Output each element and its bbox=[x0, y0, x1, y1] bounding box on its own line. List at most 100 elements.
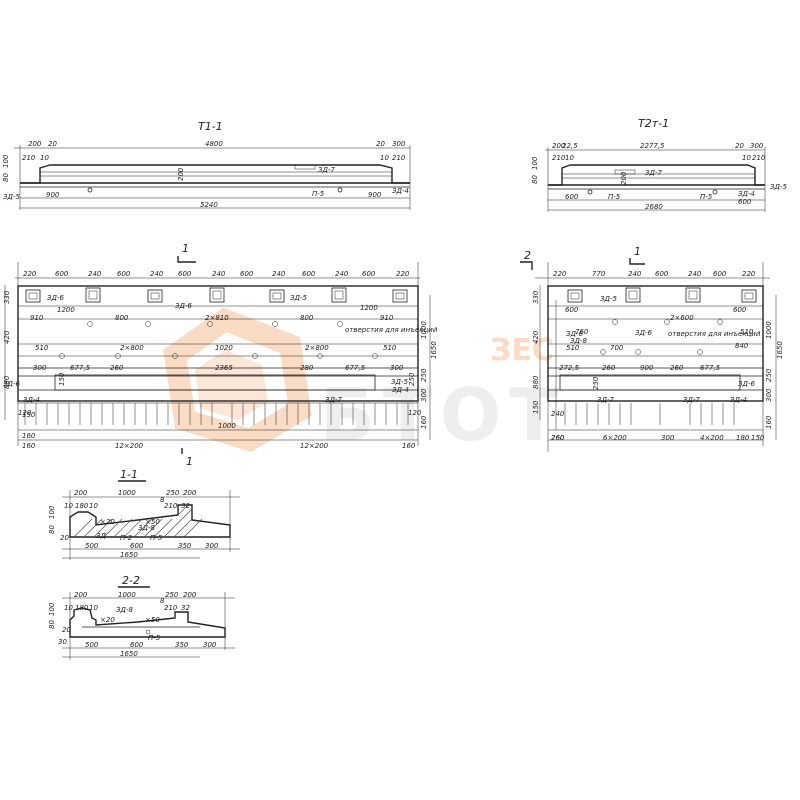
svg-text:200: 200 bbox=[183, 489, 197, 497]
svg-text:П-5: П-5 bbox=[312, 190, 325, 198]
svg-text:150: 150 bbox=[58, 372, 66, 386]
svg-text:880: 880 bbox=[532, 375, 540, 389]
svg-text:210: 210 bbox=[164, 604, 178, 612]
svg-text:200: 200 bbox=[74, 489, 88, 497]
svg-text:800: 800 bbox=[115, 314, 129, 322]
svg-text:10: 10 bbox=[565, 154, 574, 162]
svg-text:300: 300 bbox=[392, 140, 406, 148]
t2-injection-note: отверстия для инъекций bbox=[668, 330, 761, 338]
svg-text:ЗД-8: ЗД-8 bbox=[116, 606, 133, 614]
cut-mark-2: 2 bbox=[524, 249, 531, 262]
section-1-1-dims: 200 1000 250 200 10 180 10 8 210 32 ×20 … bbox=[48, 489, 219, 559]
svg-text:2277,5: 2277,5 bbox=[640, 142, 665, 150]
svg-text:250: 250 bbox=[765, 368, 773, 382]
svg-text:600: 600 bbox=[565, 193, 579, 201]
svg-text:10: 10 bbox=[742, 154, 751, 162]
svg-text:4×200: 4×200 bbox=[700, 434, 724, 442]
section-1-1-title: 1-1 bbox=[120, 468, 138, 481]
svg-text:ЗД-7: ЗД-7 bbox=[325, 396, 342, 404]
svg-text:160: 160 bbox=[22, 442, 36, 450]
svg-text:600: 600 bbox=[117, 270, 131, 278]
svg-text:500: 500 bbox=[85, 542, 99, 550]
svg-text:600: 600 bbox=[55, 270, 69, 278]
svg-text:330: 330 bbox=[3, 290, 11, 304]
svg-text:300: 300 bbox=[205, 542, 219, 550]
svg-text:ЗД-4: ЗД-4 bbox=[23, 396, 40, 404]
svg-text:210: 210 bbox=[752, 154, 766, 162]
svg-text:260: 260 bbox=[551, 434, 565, 442]
svg-text:300: 300 bbox=[750, 142, 764, 150]
svg-text:760: 760 bbox=[575, 328, 589, 336]
svg-text:80: 80 bbox=[531, 175, 539, 184]
svg-text:10: 10 bbox=[64, 604, 73, 612]
t1-elevation: Т1-1 200 20 4800 20 300 21 bbox=[2, 120, 411, 210]
t2-plan-dims: 220 770 240 600 240 600 220 600 760 2×60… bbox=[532, 270, 784, 442]
cut-mark-1-top: 1 bbox=[182, 242, 189, 255]
svg-text:100: 100 bbox=[48, 602, 56, 616]
svg-text:12×200: 12×200 bbox=[115, 442, 144, 450]
svg-text:ЗД-4: ЗД-4 bbox=[392, 187, 409, 195]
section-2-2: 2-2 200 1000 250 200 10 180 10 8 210 32 … bbox=[48, 574, 235, 660]
svg-text:210: 210 bbox=[392, 154, 406, 162]
svg-text:2×800: 2×800 bbox=[120, 344, 144, 352]
svg-text:200: 200 bbox=[28, 140, 42, 148]
svg-text:600: 600 bbox=[362, 270, 376, 278]
svg-text:П-5: П-5 bbox=[150, 534, 163, 542]
svg-text:600: 600 bbox=[130, 542, 144, 550]
svg-text:800: 800 bbox=[300, 314, 314, 322]
svg-text:200: 200 bbox=[552, 142, 566, 150]
svg-text:240: 240 bbox=[688, 270, 702, 278]
t2-injection-holes bbox=[600, 319, 723, 355]
svg-text:180: 180 bbox=[736, 434, 750, 442]
svg-text:100: 100 bbox=[531, 156, 539, 170]
svg-text:1650: 1650 bbox=[120, 650, 138, 658]
svg-text:30: 30 bbox=[58, 638, 67, 646]
svg-text:200: 200 bbox=[74, 591, 88, 599]
svg-text:ЗД-4: ЗД-4 bbox=[392, 386, 409, 394]
svg-text:ЗД-7: ЗД-7 bbox=[318, 166, 335, 174]
svg-text:300: 300 bbox=[765, 388, 773, 402]
svg-text:420: 420 bbox=[3, 330, 11, 344]
t2-elevation: Т2т-1 200 22,5 2277,5 20 300 210 10 bbox=[531, 117, 787, 212]
t1-elevation-dims: 200 20 4800 20 300 210 10 10 210 80 100 … bbox=[2, 140, 409, 209]
svg-text:250: 250 bbox=[408, 372, 416, 386]
svg-text:240: 240 bbox=[628, 270, 642, 278]
svg-text:ЗД-5: ЗД-5 bbox=[3, 193, 20, 201]
svg-text:100: 100 bbox=[48, 505, 56, 519]
svg-text:10: 10 bbox=[380, 154, 389, 162]
svg-text:5240: 5240 bbox=[200, 201, 218, 209]
svg-text:ЗД-5: ЗД-5 bbox=[391, 378, 408, 386]
svg-text:10: 10 bbox=[40, 154, 49, 162]
svg-text:910: 910 bbox=[380, 314, 394, 322]
svg-text:1200: 1200 bbox=[360, 304, 378, 312]
svg-text:240: 240 bbox=[335, 270, 349, 278]
section-2-2-body bbox=[62, 592, 235, 660]
svg-text:ЗД-6: ЗД-6 bbox=[175, 302, 192, 310]
svg-text:510: 510 bbox=[35, 344, 49, 352]
svg-text:80: 80 bbox=[48, 620, 56, 629]
svg-text:20: 20 bbox=[60, 534, 69, 542]
svg-text:×50: ×50 bbox=[145, 616, 160, 624]
svg-text:120: 120 bbox=[408, 409, 422, 417]
svg-text:900: 900 bbox=[368, 191, 382, 199]
t1-embedded-plates bbox=[25, 287, 408, 303]
t1-plan-outline bbox=[4, 262, 431, 446]
svg-text:840: 840 bbox=[735, 342, 749, 350]
svg-text:160: 160 bbox=[402, 442, 416, 450]
svg-text:1000: 1000 bbox=[118, 489, 136, 497]
svg-text:300: 300 bbox=[390, 364, 404, 372]
svg-text:240: 240 bbox=[551, 410, 565, 418]
svg-text:510: 510 bbox=[740, 328, 754, 336]
svg-text:260: 260 bbox=[602, 364, 616, 372]
svg-text:22,5: 22,5 bbox=[562, 142, 578, 150]
svg-text:900: 900 bbox=[640, 364, 654, 372]
svg-text:×20: ×20 bbox=[100, 616, 115, 624]
svg-text:700: 700 bbox=[610, 344, 624, 352]
svg-text:32: 32 bbox=[181, 502, 190, 510]
svg-text:180: 180 bbox=[75, 502, 89, 510]
svg-text:10: 10 bbox=[64, 502, 73, 510]
svg-text:П-5: П-5 bbox=[700, 193, 713, 201]
svg-text:1000: 1000 bbox=[118, 591, 136, 599]
section-1-1-body bbox=[62, 490, 240, 560]
